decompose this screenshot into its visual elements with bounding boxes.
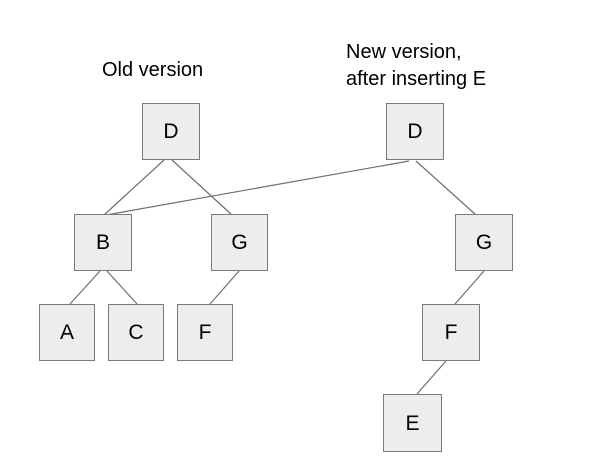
tree-node-old-b[interactable]: B xyxy=(74,214,132,271)
tree-node-old-a[interactable]: A xyxy=(39,304,95,361)
tree-node-label: G xyxy=(231,231,248,254)
caption-new-version-line-2: after inserting E xyxy=(346,68,487,90)
caption-new-version: New version, after inserting E xyxy=(346,39,486,93)
tree-node-label: F xyxy=(198,321,212,344)
tree-node-new-g[interactable]: G xyxy=(455,214,513,271)
tree-node-label: B xyxy=(95,231,110,254)
tree-node-new-d[interactable]: D xyxy=(386,103,444,160)
tree-node-label: D xyxy=(407,120,423,143)
tree-node-old-g[interactable]: G xyxy=(211,214,268,271)
tree-node-old-d[interactable]: D xyxy=(142,103,200,160)
tree-edge-new-g-to-new-f xyxy=(454,270,485,305)
caption-old-version: Old version xyxy=(102,57,203,84)
tree-node-label: E xyxy=(405,411,420,435)
tree-edge-new-d-to-new-g xyxy=(415,160,477,216)
tree-edge-old-b-to-old-a xyxy=(69,270,101,305)
tree-node-new-f[interactable]: F xyxy=(422,304,480,361)
tree-node-label: C xyxy=(128,321,144,344)
tree-edge-new-d-to-old-b xyxy=(105,160,410,216)
tree-node-label: D xyxy=(163,120,179,143)
tree-edge-old-g-to-old-f xyxy=(209,270,240,305)
caption-new-version-line-1: New version, xyxy=(346,41,462,63)
tree-node-old-c[interactable]: C xyxy=(108,304,164,361)
caption-old-version-line-1: Old version xyxy=(102,59,204,81)
tree-node-label: F xyxy=(444,321,458,344)
tree-node-label: A xyxy=(59,321,74,344)
tree-edge-old-d-to-old-b xyxy=(103,159,165,216)
tree-edge-old-d-to-old-g xyxy=(171,159,233,216)
tree-edge-new-f-to-new-e xyxy=(416,360,447,395)
tree-node-label: G xyxy=(475,231,493,254)
tree-node-old-f[interactable]: F xyxy=(177,304,233,361)
tree-edge-old-b-to-old-c xyxy=(106,270,138,305)
tree-node-new-e[interactable]: E xyxy=(383,394,442,452)
